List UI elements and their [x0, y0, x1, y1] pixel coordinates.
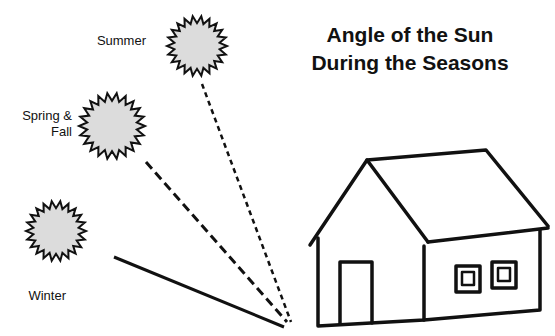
season-label: Winter	[10, 288, 66, 304]
window-pane	[498, 268, 510, 281]
diagram-title: Angle of the Sun During the Seasons	[295, 21, 525, 77]
sun	[26, 201, 86, 260]
house-front-wall	[318, 238, 424, 326]
season-label: Summer	[60, 33, 146, 49]
window-pane	[462, 272, 474, 285]
house-gable	[310, 160, 428, 245]
house-roof	[367, 150, 548, 226]
summer-ray	[202, 84, 291, 322]
house-eave	[428, 228, 548, 242]
house-window	[456, 266, 480, 292]
house-side-wall	[424, 230, 540, 320]
house-door	[340, 262, 372, 324]
sun	[79, 93, 145, 158]
sun	[167, 16, 227, 75]
house	[310, 150, 548, 326]
winter-ray	[114, 257, 284, 327]
season-label: Spring & Fall	[20, 108, 72, 140]
house-window	[492, 262, 516, 288]
